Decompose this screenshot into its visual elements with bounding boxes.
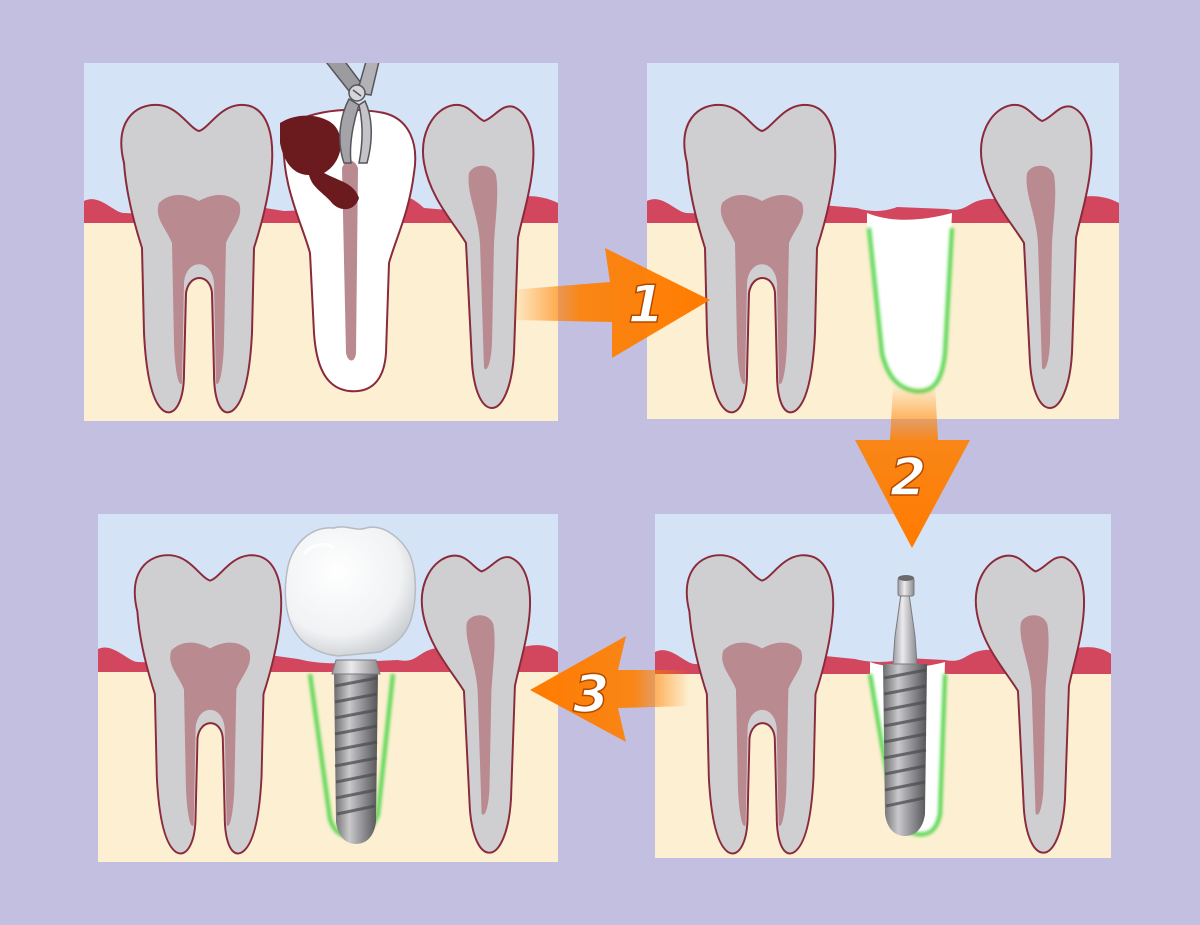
panel-extraction-socket [647,63,1119,419]
crown-icon [284,526,417,657]
implant-abutment [892,575,918,665]
step-number-3: 3 [573,665,609,725]
dental-implant-icon [332,670,380,846]
forceps-icon [325,63,380,164]
panel-decayed-tooth [84,63,558,421]
dental-implant-icon [881,662,929,838]
panel-implant-placed [655,514,1111,858]
panel-crown-placed [98,514,558,862]
step-number-2: 2 [890,448,926,508]
